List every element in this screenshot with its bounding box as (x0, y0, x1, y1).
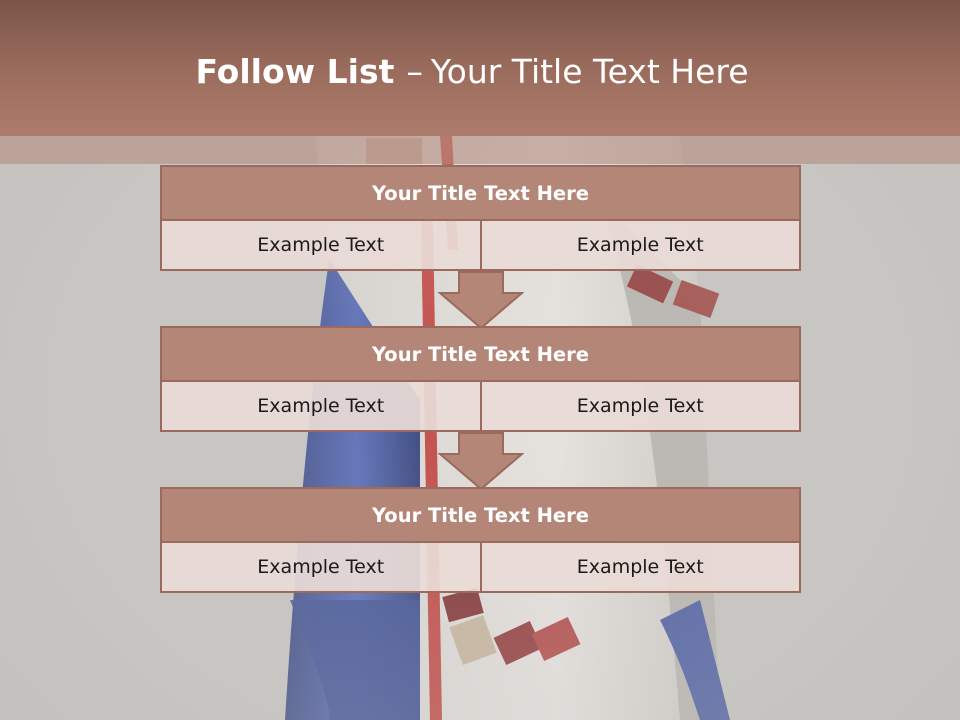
list-block-3: Your Title Text Here Example Text Exampl… (160, 487, 801, 593)
block-title: Your Title Text Here (160, 487, 801, 543)
block-cell-left: Example Text (160, 382, 481, 432)
list-block-1: Your Title Text Here Example Text Exampl… (160, 165, 801, 271)
block-cell-left: Example Text (160, 543, 481, 593)
slide-title: Follow List–Your Title Text Here (0, 52, 944, 91)
header-strip (0, 136, 960, 164)
block-cell-right: Example Text (480, 221, 801, 271)
slide-title-bold: Follow List (195, 52, 395, 91)
block-title: Your Title Text Here (160, 165, 801, 221)
block-cell-right: Example Text (480, 543, 801, 593)
block-cell-left: Example Text (160, 221, 481, 271)
block-cell-right: Example Text (480, 382, 801, 432)
down-arrow-icon (438, 271, 524, 330)
block-row: Example Text Example Text (160, 382, 801, 432)
block-row: Example Text Example Text (160, 221, 801, 271)
slide-title-separator: – (406, 52, 423, 91)
down-arrow-icon (438, 432, 524, 491)
block-title: Your Title Text Here (160, 326, 801, 382)
header-bar (0, 0, 960, 136)
slide-title-rest: Your Title Text Here (430, 52, 749, 91)
list-block-2: Your Title Text Here Example Text Exampl… (160, 326, 801, 432)
block-row: Example Text Example Text (160, 543, 801, 593)
